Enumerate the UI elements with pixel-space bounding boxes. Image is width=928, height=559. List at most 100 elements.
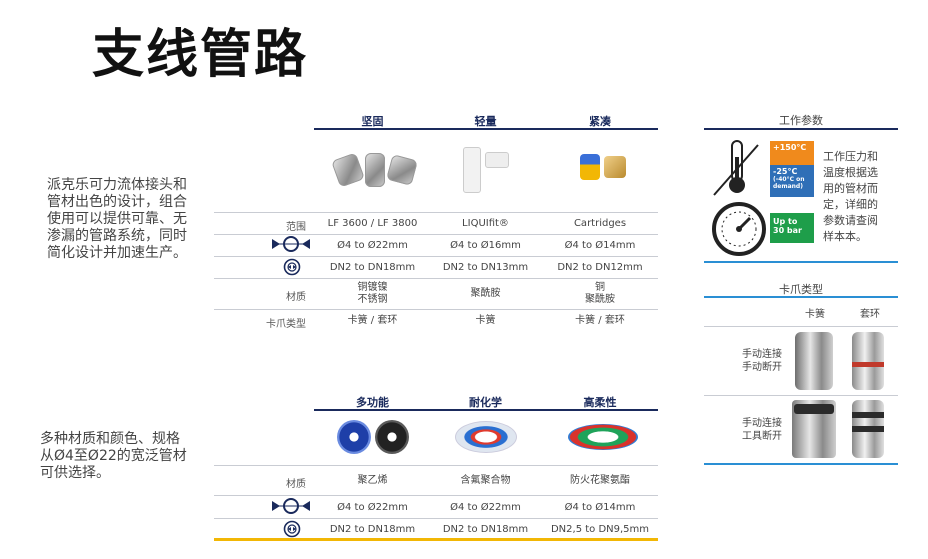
work-params-bottom-rule xyxy=(704,261,898,263)
table1-top-rule xyxy=(314,128,658,130)
note-line: 用的管材而 xyxy=(823,182,878,195)
polyurethane-tube-image xyxy=(565,418,641,456)
material-line: 聚酰胺 xyxy=(470,288,501,299)
tube-line: 多种材质和颜色、规格 xyxy=(40,431,180,447)
fluoropolymer-tube-image xyxy=(452,418,520,456)
cell-od: Ø4 to Ø14mm xyxy=(564,502,636,513)
pressure-badge: Up to 30 bar xyxy=(770,213,814,243)
work-params-title: 工作参数 xyxy=(779,114,823,127)
tube-coil-icon xyxy=(375,420,409,454)
row-divider xyxy=(214,495,658,496)
note-line: 样本本。 xyxy=(823,230,867,243)
cell-collet: 卡簧 / 套环 xyxy=(575,315,625,326)
pressure-line: Up to xyxy=(773,217,798,226)
cell-material: 铜镀镍 不锈钢 xyxy=(316,282,429,306)
collet-types-bottom-rule xyxy=(704,463,898,465)
note-line: 参数请查阅 xyxy=(823,214,878,227)
outer-diameter-icon xyxy=(272,236,310,252)
work-params-rule xyxy=(704,128,898,130)
page-title: 支线管路 xyxy=(92,25,309,85)
cell-dn: DN2 to DN12mm xyxy=(557,262,643,273)
collar-collet-image xyxy=(852,332,884,390)
fitting-icon xyxy=(365,153,385,187)
row-label-material: 材质 xyxy=(286,479,306,490)
cell-range: LIQUIfit® xyxy=(462,218,509,229)
tube-coil-icon xyxy=(455,421,517,453)
row-divider xyxy=(214,256,658,257)
intro-line: 派克乐可力流体接头和 xyxy=(47,177,187,193)
cell-od: Ø4 to Ø22mm xyxy=(337,240,408,251)
row-label-range: 范围 xyxy=(286,222,306,233)
min-temperature: -25°C xyxy=(773,167,798,176)
cell-range: LF 3600 / LF 3800 xyxy=(327,218,418,229)
header-lightweight: 轻量 xyxy=(474,115,497,128)
cartridge-icon xyxy=(604,156,626,178)
material-line: 铜 xyxy=(595,282,605,293)
fitting-icon xyxy=(386,154,418,186)
row-divider xyxy=(214,518,658,519)
row-divider xyxy=(214,212,658,213)
col-header-collar: 套环 xyxy=(860,309,880,320)
collet-types-title: 卡爪类型 xyxy=(779,283,823,296)
fitting-icon xyxy=(330,152,366,188)
table2-bottom-rule xyxy=(214,538,658,541)
label-line: 手动连接 xyxy=(742,349,782,360)
material-line: 聚酰胺 xyxy=(585,294,615,305)
sturdy-fittings-image xyxy=(330,134,420,206)
intro-text: 派克乐可力流体接头和 管材出色的设计，组合 使用可以提供可靠、无 渗漏的管路系统… xyxy=(47,177,212,262)
cell-dn: DN2 to DN13mm xyxy=(442,262,529,273)
note-line: 工作压力和 xyxy=(823,150,878,163)
intro-line: 管材出色的设计，组合 xyxy=(47,194,187,210)
cell-range: Cartridges xyxy=(573,218,627,229)
material-line: 铜镀镍 xyxy=(357,282,388,293)
polyethylene-tube-image xyxy=(328,415,418,459)
nominal-diameter-icon xyxy=(283,520,301,538)
outer-diameter-icon xyxy=(272,498,310,514)
label-line: 工具断开 xyxy=(742,431,782,442)
circlip-collet-image xyxy=(795,332,833,390)
note-line: 温度根据选 xyxy=(823,166,878,179)
tube-coil-icon xyxy=(337,420,371,454)
cell-dn: DN2 to DN18mm xyxy=(329,524,416,535)
label-line: 手动连接 xyxy=(742,418,782,429)
tube-text: 多种材质和颜色、规格 从Ø4至Ø22的宽泛管材 可供选择。 xyxy=(40,431,210,482)
tube-line: 可供选择。 xyxy=(40,465,110,481)
min-temperature-note: (-40°C on xyxy=(773,176,805,183)
header-chemical-resistant: 耐化学 xyxy=(469,396,502,409)
fitting-icon xyxy=(463,147,481,193)
header-high-flexibility: 高柔性 xyxy=(583,396,617,409)
black-band-icon xyxy=(794,404,834,414)
row-divider xyxy=(214,234,658,235)
fitting-icon xyxy=(485,152,509,168)
note-line: 定，详细的 xyxy=(823,198,878,211)
label-line: 手动断开 xyxy=(742,362,782,373)
tube-line: 从Ø4至Ø22的宽泛管材 xyxy=(40,448,187,464)
pressure-gauge-icon xyxy=(712,202,766,256)
nominal-diameter-icon xyxy=(283,258,301,276)
circlip-collet-image xyxy=(792,400,836,458)
cell-dn: DN2 to DN18mm xyxy=(442,524,529,535)
row-divider xyxy=(214,278,658,279)
thermometer-icon xyxy=(713,140,759,196)
black-band-icon xyxy=(852,426,884,432)
collet-types-rule xyxy=(704,296,898,298)
collar-collet-image xyxy=(852,400,884,458)
compact-cartridge-image xyxy=(575,150,631,184)
cell-od: Ø4 to Ø22mm xyxy=(450,502,521,513)
cell-material: 含氟聚合物 xyxy=(460,475,511,486)
col-header-circlip: 卡簧 xyxy=(805,309,825,320)
header-sturdy: 坚固 xyxy=(361,115,384,128)
cell-od: Ø4 to Ø14mm xyxy=(564,240,636,251)
table2-top-rule xyxy=(314,409,658,411)
cell-dn: DN2,5 to DN9,5mm xyxy=(550,524,650,535)
row-divider xyxy=(214,465,658,466)
header-multifunction: 多功能 xyxy=(356,396,389,409)
intro-line: 简化设计并加速生产。 xyxy=(47,245,187,261)
row-label-material: 材质 xyxy=(286,292,306,303)
tube-coil-icon xyxy=(568,424,638,450)
max-temperature: +150°C xyxy=(773,143,807,152)
black-band-icon xyxy=(852,412,884,418)
cartridge-icon xyxy=(580,154,600,180)
row-label-manual-disconnect: 手动连接 手动断开 xyxy=(706,348,782,374)
row-label-tool-disconnect: 手动连接 工具断开 xyxy=(706,417,782,443)
